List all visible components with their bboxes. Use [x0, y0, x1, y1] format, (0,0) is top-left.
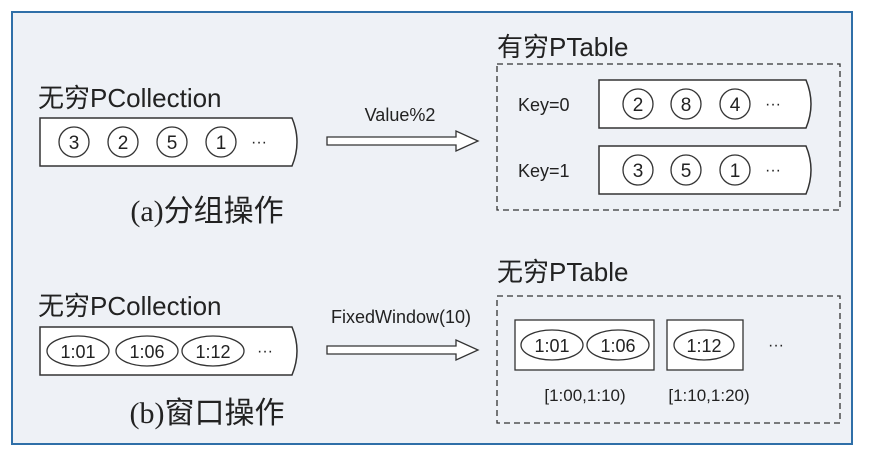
top-result-table: [496, 63, 841, 211]
group-key-label: Key=0: [518, 95, 570, 115]
window-range: [1:00,1:10): [544, 386, 625, 405]
element-circle: [156, 126, 188, 158]
bottom-source-label: 无穷PCollection: [38, 291, 222, 321]
timestamp-value: 1:01: [60, 342, 95, 362]
element-value: 4: [730, 95, 741, 116]
timestamp-ellipse: [115, 335, 179, 367]
element-value: 5: [167, 133, 178, 154]
continuation-ellipsis: ···: [765, 162, 781, 179]
top-source-label: 无穷PCollection: [38, 83, 222, 113]
continuation-ellipsis: ···: [251, 134, 267, 151]
element-value: 5: [681, 161, 692, 182]
element-value: 1: [730, 161, 741, 182]
element-circle: [107, 126, 139, 158]
element-value: 1: [216, 133, 227, 154]
timestamp-value: 1:12: [686, 336, 721, 356]
group-key-0: Key=0 2 8 4 ···: [518, 79, 812, 129]
element-value: 8: [681, 95, 692, 116]
group-key-1: Key=1 3 5 1 ···: [518, 145, 812, 195]
caption-b: (b)窗口操作: [130, 397, 285, 430]
continuation-ellipsis: ···: [765, 96, 781, 113]
top-transform-arrow: [326, 129, 480, 153]
bottom-result-table: [496, 295, 841, 424]
bottom-transform-label: FixedWindow(10): [331, 307, 471, 327]
element-value: 3: [69, 133, 80, 154]
bottom-source-items: 1:01 1:06 1:12 ···: [46, 335, 273, 367]
element-circle: [205, 126, 237, 158]
element-circle: [670, 154, 702, 186]
element-value: 3: [633, 161, 644, 182]
timestamp-value: 1:01: [534, 336, 569, 356]
window-range: [1:10,1:20): [668, 386, 749, 405]
element-circle: [58, 126, 90, 158]
element-circle: [719, 154, 751, 186]
caption-a: (a)分组操作: [130, 195, 283, 228]
group-key-label: Key=1: [518, 161, 570, 181]
window-2: 1:12 [1:10,1:20): [666, 319, 750, 405]
timestamp-ellipse: [673, 329, 735, 361]
timestamp-value: 1:06: [600, 336, 635, 356]
timestamp-value: 1:12: [195, 342, 230, 362]
element-circle: [622, 88, 654, 120]
timestamp-ellipse: [520, 329, 584, 361]
continuation-ellipsis: ···: [257, 343, 273, 360]
element-value: 2: [118, 133, 129, 154]
element-circle: [670, 88, 702, 120]
timestamp-ellipse: [181, 335, 245, 367]
group-collection: [598, 79, 812, 129]
bottom-transform-arrow: [326, 338, 480, 362]
element-circle: [719, 88, 751, 120]
element-circle: [622, 154, 654, 186]
figure-frame: [11, 11, 853, 445]
timestamp-ellipse: [586, 329, 650, 361]
timestamp-ellipse: [46, 335, 110, 367]
top-result-label: 有穷PTable: [497, 32, 629, 62]
timestamp-value: 1:06: [129, 342, 164, 362]
top-transform-label: Value%2: [365, 105, 436, 125]
bottom-result-label: 无穷PTable: [497, 257, 629, 287]
group-collection: [598, 145, 812, 195]
element-value: 2: [633, 95, 644, 116]
window-1: 1:01 1:06 [1:00,1:10): [514, 319, 655, 405]
trailing-ellipsis: ···: [768, 337, 784, 354]
top-source-items: 3 2 5 1 ···: [58, 126, 267, 158]
